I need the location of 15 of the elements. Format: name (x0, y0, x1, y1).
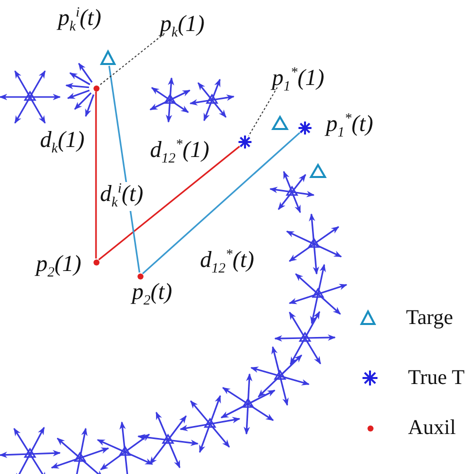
legend-label: True T (408, 367, 465, 388)
legend-label: Auxil (408, 417, 456, 438)
point-label: p$_{1}$$^{*}$(t) (326, 112, 374, 141)
edge-label: d$_{k}$$^{i}$(t) (100, 182, 144, 211)
point-label: p$_{k}$$^{i}$(t) (58, 6, 102, 35)
distance-line (95, 92, 97, 258)
distance-line (142, 132, 300, 274)
leader-line (248, 86, 278, 136)
point-label: p$_{k}$(1) (160, 12, 205, 41)
legend-label: Targe (406, 307, 454, 328)
leader-line (98, 32, 165, 86)
point-label: p$_{1}$$^{*}$(1) (272, 66, 324, 95)
point-label: p$_{2}$(t) (132, 280, 172, 309)
point-label: p$_{2}$(1) (36, 252, 82, 281)
distance-line (98, 146, 240, 260)
